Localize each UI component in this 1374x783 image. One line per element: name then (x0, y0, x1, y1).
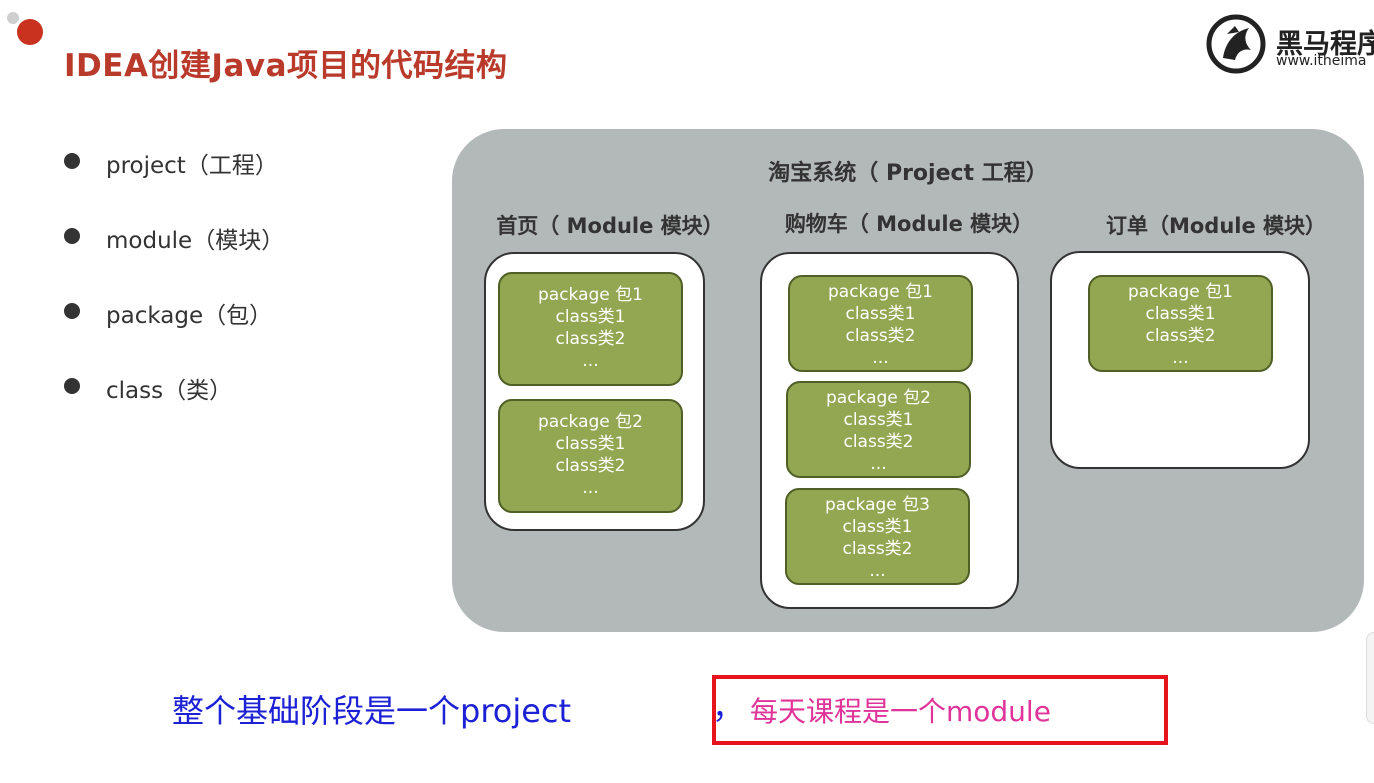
package-name: package 包1 (828, 282, 933, 302)
class-item: class类2 (845, 326, 916, 346)
logo-url: www.itheima (1276, 53, 1367, 69)
project-title: 淘宝系统（ Project 工程） (768, 161, 1048, 186)
bullet-dot (64, 228, 80, 244)
class-item: class类1 (845, 304, 916, 324)
ellipsis: ... (582, 351, 599, 371)
package-name: package 包1 (538, 285, 643, 305)
ellipsis: ... (582, 478, 599, 498)
class-item: class类2 (842, 539, 913, 559)
package-name: package 包2 (826, 388, 931, 408)
bullet-dot (64, 378, 80, 394)
side-panel-handle[interactable] (1366, 632, 1374, 724)
class-item: class类2 (555, 456, 626, 476)
class-item: class类2 (555, 329, 626, 349)
package-card: package 包1 class类1 class类2 ... (498, 272, 683, 386)
class-item: class类1 (1145, 304, 1216, 324)
package-name: package 包3 (825, 495, 930, 515)
bullet-dot (64, 303, 80, 319)
decor-dot-gray (7, 12, 19, 24)
class-item: class类2 (1145, 326, 1216, 346)
annotation-text: 整个基础阶段是一个project (172, 692, 572, 730)
class-item: class类1 (555, 307, 626, 327)
bullet-package: package（包） (106, 303, 273, 329)
package-card: package 包2 class类1 class类2 ... (498, 399, 683, 513)
class-item: class类2 (843, 432, 914, 452)
ellipsis: ... (872, 348, 889, 368)
ellipsis: ... (1172, 348, 1189, 368)
ellipsis: ... (869, 561, 886, 581)
bullet-project: project（工程） (106, 153, 278, 179)
annotation-separator: ， (712, 688, 745, 726)
logo-name: 黑马程序 (1276, 29, 1374, 60)
annotation-highlight-text: 每天课程是一个module (750, 695, 1051, 728)
decor-dot-red (17, 19, 43, 45)
bullet-dot (64, 153, 80, 169)
module-title-order: 订单（Module 模块） (1105, 214, 1327, 238)
package-card: package 包2 class类1 class类2 ... (786, 381, 971, 478)
package-name: package 包2 (538, 412, 643, 432)
class-item: class类1 (555, 434, 626, 454)
bullet-class: class（类） (106, 378, 233, 404)
class-item: class类1 (843, 410, 914, 430)
package-card: package 包1 class类1 class类2 ... (788, 275, 973, 372)
ellipsis: ... (870, 454, 887, 474)
module-title-home: 首页（ Module 模块） (496, 214, 724, 238)
annotation-highlight-box (712, 675, 1168, 745)
itheima-logo-icon (1206, 14, 1266, 74)
class-item: class类1 (842, 517, 913, 537)
package-card: package 包1 class类1 class类2 ... (1088, 275, 1273, 372)
package-name: package 包1 (1128, 282, 1233, 302)
bullet-module: module（模块） (106, 228, 285, 254)
slide-title: IDEA创建Java项目的代码结构 (64, 48, 508, 84)
module-title-cart: 购物车（ Module 模块） (784, 212, 1034, 236)
package-card: package 包3 class类1 class类2 ... (785, 488, 970, 585)
